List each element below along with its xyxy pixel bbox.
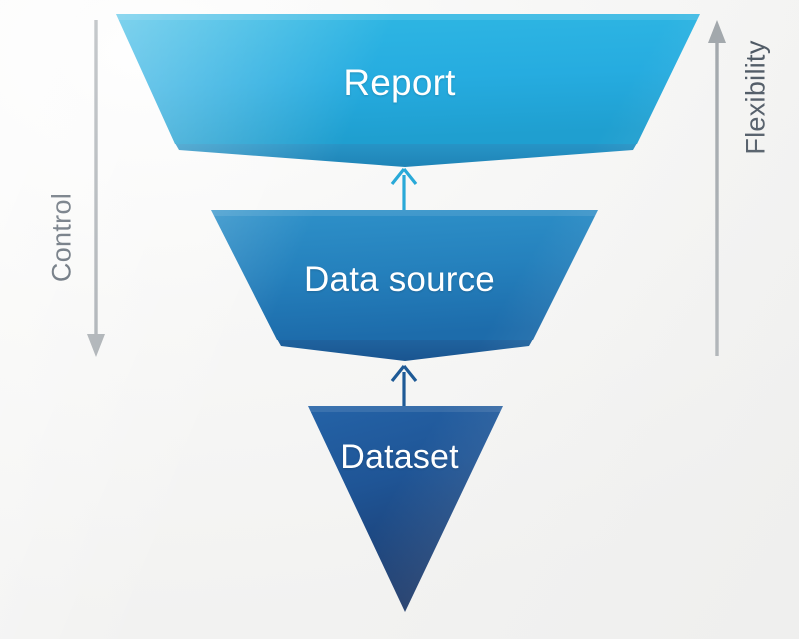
axis-label-control: Control bbox=[46, 192, 77, 283]
stage-label-report: Report bbox=[343, 62, 456, 103]
dataset-top-highlight bbox=[308, 406, 503, 412]
stage-label-data-source: Data source bbox=[304, 260, 495, 299]
dataset-body bbox=[308, 406, 503, 612]
report-band bbox=[175, 143, 637, 167]
flexibility-axis-arrowhead-up-icon bbox=[708, 20, 726, 43]
stage-shape-report[interactable] bbox=[116, 14, 700, 167]
stage-label-dataset: Dataset bbox=[340, 438, 459, 476]
connector-datasource-to-report[interactable] bbox=[390, 168, 418, 210]
axis-control[interactable] bbox=[87, 20, 105, 357]
control-axis-arrowhead-down-icon bbox=[87, 334, 105, 357]
connector-dataset-to-datasource[interactable] bbox=[390, 365, 418, 406]
report-top-highlight bbox=[116, 14, 700, 20]
datasource-band bbox=[277, 339, 533, 361]
axis-label-flexibility: Flexibility bbox=[740, 40, 771, 155]
datasource-body bbox=[211, 210, 598, 340]
stage-shape-dataset[interactable] bbox=[308, 406, 503, 612]
connector-arrowhead-lower bbox=[390, 365, 418, 382]
axis-flexibility[interactable] bbox=[708, 20, 726, 356]
stage-shape-data-source[interactable] bbox=[211, 210, 598, 361]
datasource-top-highlight bbox=[211, 210, 598, 216]
report-body bbox=[116, 14, 700, 144]
connector-arrowhead-upper bbox=[390, 168, 418, 185]
